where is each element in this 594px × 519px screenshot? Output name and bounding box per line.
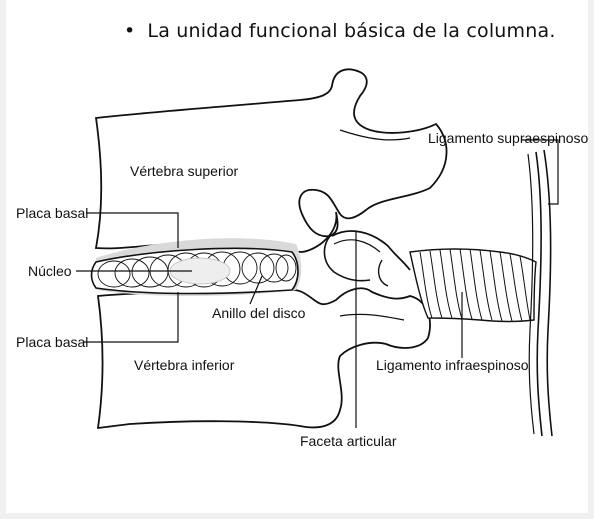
label-ligamento-supraespinoso: Ligamento supraespinoso	[428, 130, 589, 146]
label-vertebra-superior: Vértebra superior	[130, 163, 239, 179]
label-placa-basal-bottom: Placa basal	[16, 334, 88, 350]
interspinous-ligament	[410, 249, 536, 322]
upper-vertebra	[96, 69, 447, 252]
label-placa-basal-top: Placa basal	[16, 205, 88, 221]
facet-joint-curve	[379, 260, 388, 286]
label-ligamento-infraespinoso: Ligamento infraespinoso	[376, 357, 529, 373]
label-anillo-disco: Anillo del disco	[212, 305, 306, 321]
label-vertebra-inferior: Vértebra inferior	[134, 357, 235, 373]
facet-inner-line	[334, 240, 380, 252]
supraspinous-ligament-inner	[536, 152, 542, 436]
label-faceta-articular: Faceta articular	[300, 433, 397, 449]
label-nucleo: Núcleo	[28, 263, 72, 279]
supraspinous-ligament-outer	[544, 150, 552, 436]
facet-upper-line	[332, 231, 410, 270]
facet-lower-line	[324, 236, 370, 281]
